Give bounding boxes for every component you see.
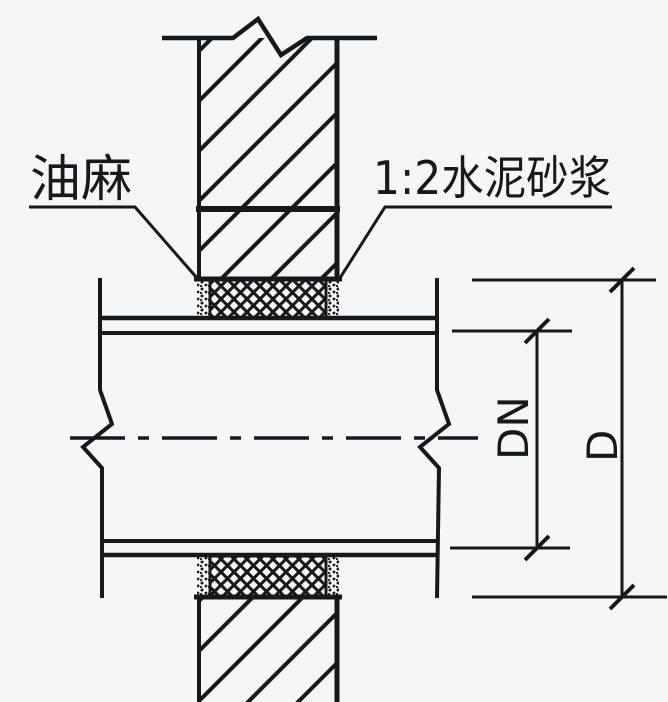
dn-dimension-label: DN <box>489 396 538 460</box>
mortar-strip-top-right <box>326 281 339 318</box>
upper-wall-break-line <box>162 15 377 59</box>
pipe-break-line-right <box>417 278 452 599</box>
top-seal-crosshatch <box>208 278 328 320</box>
leader-line-cement-mortar <box>338 205 612 279</box>
oakum-label: 油麻 <box>30 150 132 208</box>
dn-tick-top <box>523 317 551 345</box>
upper-wall-hatch <box>199 38 338 278</box>
d-tick-top <box>608 266 636 294</box>
oakum-strip-bottom-left <box>197 557 210 595</box>
dn-tick-bottom <box>523 534 551 562</box>
lower-wall-hatch <box>199 598 338 702</box>
d-dimension-label: D <box>578 430 627 462</box>
d-tick-bottom <box>608 583 636 611</box>
oakum-strip-top-left <box>197 281 210 318</box>
pipe-break-line-left <box>80 278 115 598</box>
leader-line-oakum <box>29 205 199 279</box>
cement-mortar-label: 1:2水泥砂浆 <box>373 151 611 205</box>
mortar-strip-bottom-right <box>326 557 339 595</box>
bottom-seal-crosshatch <box>208 554 328 598</box>
